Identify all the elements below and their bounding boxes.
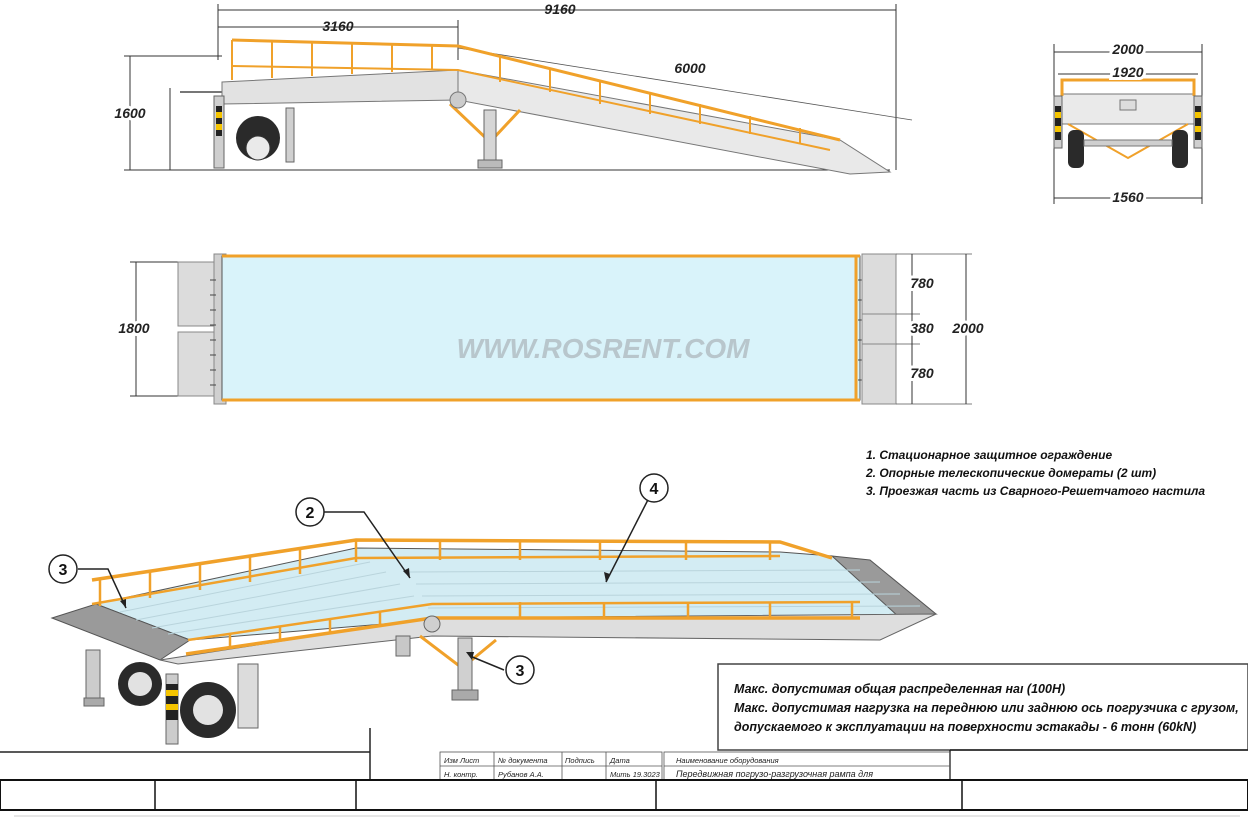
- spec-line-3: допускаемого к эксплуатации на поверхнос…: [734, 720, 1196, 734]
- dim-ramp-length: 6000: [674, 60, 705, 76]
- legend-item-3: 3. Проезжая часть из Сварного-Решетчатог…: [866, 484, 1205, 498]
- end-view: 2000 1920 1560: [1053, 38, 1203, 208]
- date-value: Мить 19.3023: [610, 770, 661, 779]
- dim-platform-length: 3160: [322, 18, 353, 34]
- dim-lip-side-b: 780: [910, 365, 934, 381]
- dim-wheel-track: 1560: [1112, 189, 1143, 205]
- deck-surface: [221, 255, 861, 401]
- author-name: Рубанов А.А.: [498, 770, 544, 779]
- dim-lip-gap: 380: [910, 320, 934, 336]
- title-block: Изм Лист № документа Подпись Дата Н. кон…: [0, 728, 1248, 817]
- spec-note: Макс. допустимая общая распределенная на…: [717, 663, 1248, 751]
- row-n-kontr: Н. контр.: [444, 770, 478, 779]
- top-view: WWW.ROSRENT.COM 1800 780 380 780 2000: [115, 253, 987, 405]
- spec-line-2: Макс. допустимая нагрузка на переднюю ил…: [734, 701, 1239, 715]
- dim-total-width: 2000: [951, 320, 983, 336]
- dim-total-length: 9160: [544, 1, 575, 17]
- dim-inner-width: 1920: [1112, 64, 1143, 80]
- dim-deck-width: 1800: [118, 320, 149, 336]
- dim-line-ramp: [457, 47, 913, 121]
- side-view: 3160 9160 6000 1600: [111, 1, 913, 175]
- callout-3-support: 3: [516, 663, 525, 680]
- name-label: Наименование оборудования: [676, 756, 779, 765]
- legend-item-1: 1. Стационарное защитное ограждение: [866, 448, 1112, 462]
- col-izm-list: Изм Лист: [444, 756, 479, 765]
- col-doc-no: № документа: [498, 756, 548, 765]
- legend-item-2: 2. Опорные телескопические домераты (2 ш…: [865, 466, 1156, 480]
- callout-3-left: 3: [59, 562, 68, 579]
- col-signature: Подпись: [565, 756, 595, 765]
- isometric-view: 2 3 4 3: [48, 473, 938, 745]
- dim-height: 1600: [114, 105, 145, 121]
- legend: 1. Стационарное защитное ограждение 2. О…: [865, 448, 1205, 498]
- dim-lip-side-a: 780: [910, 275, 934, 291]
- col-date: Дата: [609, 756, 630, 765]
- name-value: Передвижная погрузо-разгрузочная рампа д…: [676, 769, 873, 779]
- callout-2: 2: [306, 505, 315, 522]
- watermark: WWW.ROSRENT.COM: [457, 333, 751, 364]
- callout-4: 4: [650, 481, 659, 498]
- dim-outer-width: 2000: [1111, 41, 1143, 57]
- spec-line-1: Макс. допустимая общая распределенная на…: [734, 682, 1065, 696]
